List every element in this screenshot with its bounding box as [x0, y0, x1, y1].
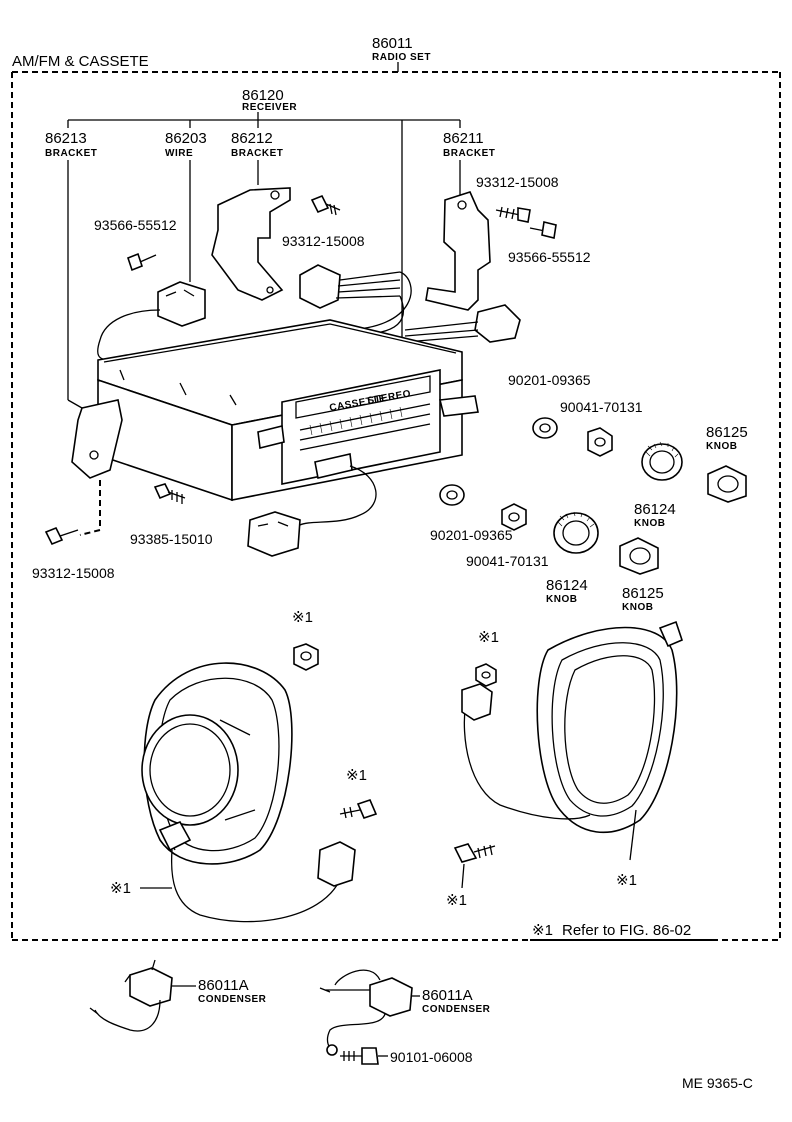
receiver-unit: CASSETTE STEREO — [97, 319, 479, 526]
condenser-a-icon — [89, 959, 173, 1032]
bracket-86211-name: BRACKET — [443, 148, 495, 159]
washer-90201-b-label: 90201-09365 — [430, 527, 513, 543]
receiver-number: 86120 — [242, 87, 284, 104]
page-title: AM/FM & CASSETE — [12, 53, 149, 70]
washer-90201-a-label: 90201-09365 — [508, 372, 591, 388]
ref-note-text: Refer to FIG. 86-02 — [562, 922, 691, 939]
screw-90101-icon — [340, 1047, 379, 1065]
bracket-86211-number: 86211 — [443, 130, 484, 147]
radio-set-boundary — [11, 71, 781, 941]
screw-93312-a-label: 93312-15008 — [476, 174, 559, 190]
ref-mark-1: ※1 — [292, 609, 313, 626]
knob-86124-b-icon — [553, 511, 599, 554]
speaker-frame-right — [461, 620, 683, 834]
nut-90041-b-label: 90041-70131 — [466, 553, 549, 569]
condenser-a-name: CONDENSER — [198, 994, 267, 1005]
receiver-name: RECEIVER — [242, 102, 297, 113]
bolt-93385-label: 93385-15010 — [130, 531, 213, 547]
washer-90201-a-icon — [532, 417, 558, 439]
ref-mark-6: ※1 — [446, 892, 467, 909]
ref-mark-5: ※1 — [616, 872, 637, 889]
bracket-86212-number: 86212 — [231, 130, 273, 147]
lower-wire-connector — [247, 511, 301, 557]
knob-86125-b-number: 86125 — [622, 585, 664, 602]
footer-code: ME 9365-C — [682, 1075, 753, 1091]
knob-86125-a-name: KNOB — [706, 441, 737, 452]
wire-86203-connector — [97, 281, 206, 361]
grommet-2-icon — [475, 663, 497, 687]
screw-93566-icon — [127, 252, 157, 272]
condenser-b-icon — [319, 969, 413, 1056]
screw-93312-icon — [310, 194, 341, 216]
radio-set-name: RADIO SET — [372, 52, 431, 63]
screw-93312-b-label: 93312-15008 — [282, 233, 365, 249]
knob-86125-a-icon — [707, 465, 747, 503]
condenser-b-name: CONDENSER — [422, 1004, 491, 1015]
wire-connector-right — [404, 304, 521, 343]
screw-93312-c-icon — [44, 526, 79, 546]
bracket-86212-name: BRACKET — [231, 148, 283, 159]
wire-connector-top — [299, 264, 412, 336]
speaker-left — [141, 662, 356, 923]
bracket-86213-name: BRACKET — [45, 148, 97, 159]
bracket-86213-number: 86213 — [45, 130, 87, 147]
ref-note-mark: ※1 — [532, 922, 553, 939]
ref-mark-2: ※1 — [478, 629, 499, 646]
screw-93312-c-label: 93312-15008 — [32, 565, 115, 581]
washer-90201-b-icon — [439, 484, 465, 506]
radio-set-number: 86011 — [372, 35, 413, 52]
bolt-93385-icon — [153, 483, 186, 504]
condenser-a-number: 86011A — [198, 977, 249, 994]
condenser-b-number: 86011A — [422, 987, 473, 1004]
knob-86125-a-number: 86125 — [706, 424, 748, 441]
wire-86203-number: 86203 — [165, 130, 207, 147]
screw-90101-label: 90101-06008 — [390, 1049, 473, 1065]
nut-90041-a-label: 90041-70131 — [560, 399, 643, 415]
nut-90041-a-icon — [587, 427, 613, 457]
knob-86124-b-name: KNOB — [546, 594, 577, 605]
wire-86203-name: WIRE — [165, 148, 193, 159]
knob-86125-b-name: KNOB — [622, 602, 653, 613]
nut-90041-b-icon — [501, 503, 527, 531]
speaker-bolt-icon — [453, 843, 496, 863]
grommet-icon — [293, 643, 319, 671]
knob-86125-b-icon — [619, 537, 659, 575]
knob-86124-a-number: 86124 — [634, 501, 676, 518]
bracket-86211 — [425, 191, 491, 311]
knob-86124-a-icon — [641, 441, 683, 481]
bracket-86212 — [211, 187, 291, 301]
screw-93312-a-icon — [495, 206, 531, 223]
knob-86124-b-number: 86124 — [546, 577, 588, 594]
bracket-86213 — [71, 399, 123, 479]
speaker-screw-icon — [339, 799, 378, 819]
ref-mark-4: ※1 — [346, 767, 367, 784]
screw-93566-b-icon — [529, 221, 557, 239]
ref-mark-3: ※1 — [110, 880, 131, 897]
knob-86124-a-name: KNOB — [634, 518, 665, 529]
screw-93566-b-label: 93566-55512 — [508, 249, 591, 265]
screw-93566-a-label: 93566-55512 — [94, 217, 177, 233]
